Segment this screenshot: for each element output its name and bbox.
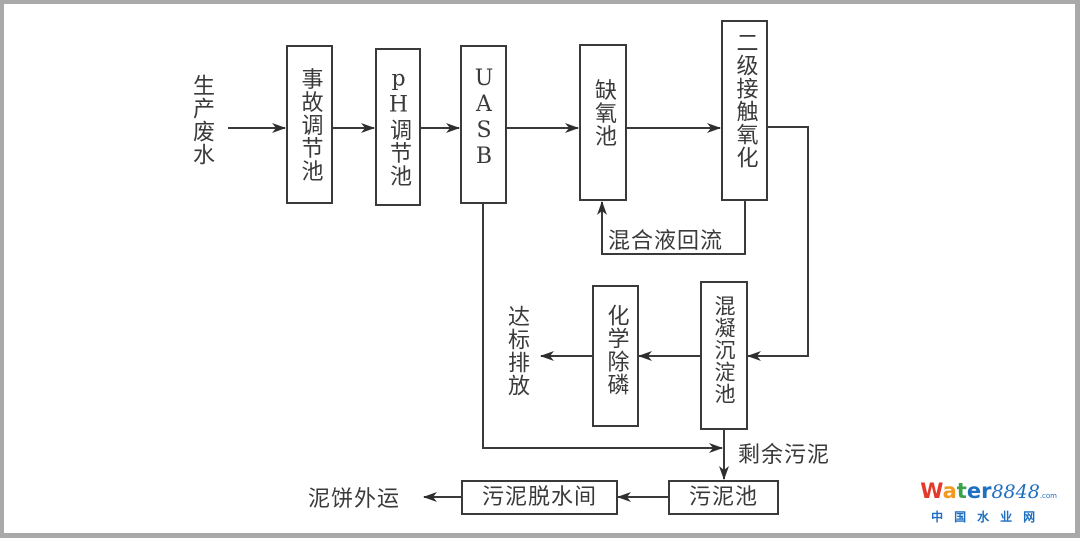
node-secondary-contact-oxidation[interactable]: 二级接触氧化 (721, 20, 768, 201)
node-label: pH调节池 (386, 66, 411, 188)
node-label: UASB (471, 66, 497, 171)
brand-letter: a (942, 479, 957, 503)
output-label-compliant-discharge: 达标排放 (504, 305, 529, 397)
watermark-subtitle: 中国水业网 (931, 510, 1047, 524)
node-sludge-dewatering-room[interactable]: 污泥脱水间 (461, 480, 618, 515)
node-label: 事故调节池 (297, 67, 323, 182)
node-anoxic-tank[interactable]: 缺氧池 (579, 44, 627, 201)
watermark-logo: Water8848.com 中国水业网 (920, 480, 1057, 525)
brand-domain: .com (1039, 492, 1057, 500)
node-chemical-phosphorus-removal[interactable]: 化学除磷 (592, 285, 639, 427)
brand-number: 8848 (991, 481, 1040, 503)
node-sludge-tank[interactable]: 污泥池 (668, 480, 779, 515)
arrow-mixed-liquor-return (597, 200, 746, 255)
node-label: 污泥池 (688, 484, 759, 510)
edge-label-excess-sludge: 剩余污泥 (738, 443, 831, 468)
node-label: 化学除磷 (603, 304, 629, 397)
node-coagulation-sedimentation-tank[interactable]: 混凝沉淀池 (700, 281, 748, 430)
input-label-production-wastewater: 生产废水 (189, 74, 214, 166)
arrow-oxidation-to-coagulation (747, 126, 809, 361)
node-uasb[interactable]: UASB (460, 45, 507, 204)
brand-letter: W (920, 479, 943, 503)
node-label: 二级接触氧化 (732, 30, 758, 169)
brand-letter: t (956, 479, 967, 503)
node-accident-regulating-tank[interactable]: 事故调节池 (286, 45, 333, 204)
brand-letter: er (966, 479, 992, 503)
node-ph-regulating-tank[interactable]: pH调节池 (375, 48, 421, 206)
watermark-brand: Water8848.com (920, 480, 1057, 507)
edge-label-mixed-liquor-return: 混合液回流 (608, 229, 724, 254)
output-label-sludge-cake-transport: 泥饼外运 (308, 487, 401, 512)
arrow-uasb-excess-sludge (482, 203, 723, 453)
node-label: 缺氧池 (591, 78, 616, 148)
node-label: 污泥脱水间 (481, 484, 598, 510)
node-label: 混凝沉淀池 (712, 294, 736, 405)
